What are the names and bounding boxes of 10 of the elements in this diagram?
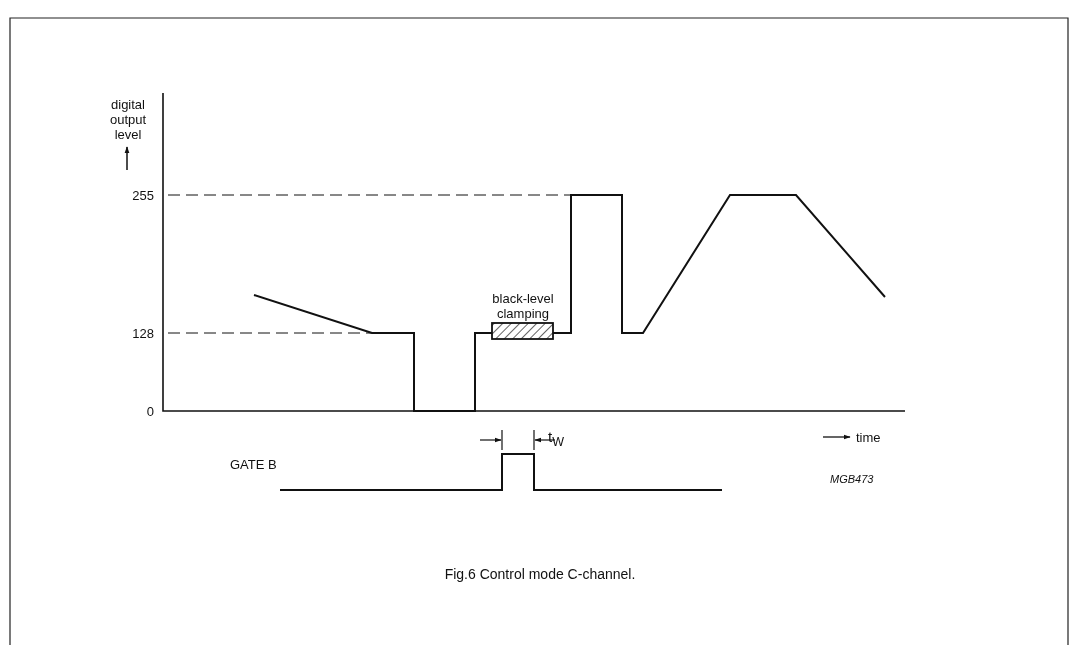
signal-name: GATE B — [230, 457, 278, 472]
tick-label: 128 — [131, 326, 154, 341]
figure-caption: Fig.6 Control mode C-channel. — [443, 567, 637, 582]
axis-title: time — [856, 430, 882, 445]
drawing-code: MGB473 — [830, 472, 875, 487]
annotation-text: black-level clamping — [491, 291, 555, 321]
tick-label: 255 — [131, 188, 154, 203]
tick-label: 0 — [145, 404, 154, 419]
axis-title: digital output level — [108, 97, 148, 142]
symbol-label: t$_{W}$ — [548, 429, 565, 450]
